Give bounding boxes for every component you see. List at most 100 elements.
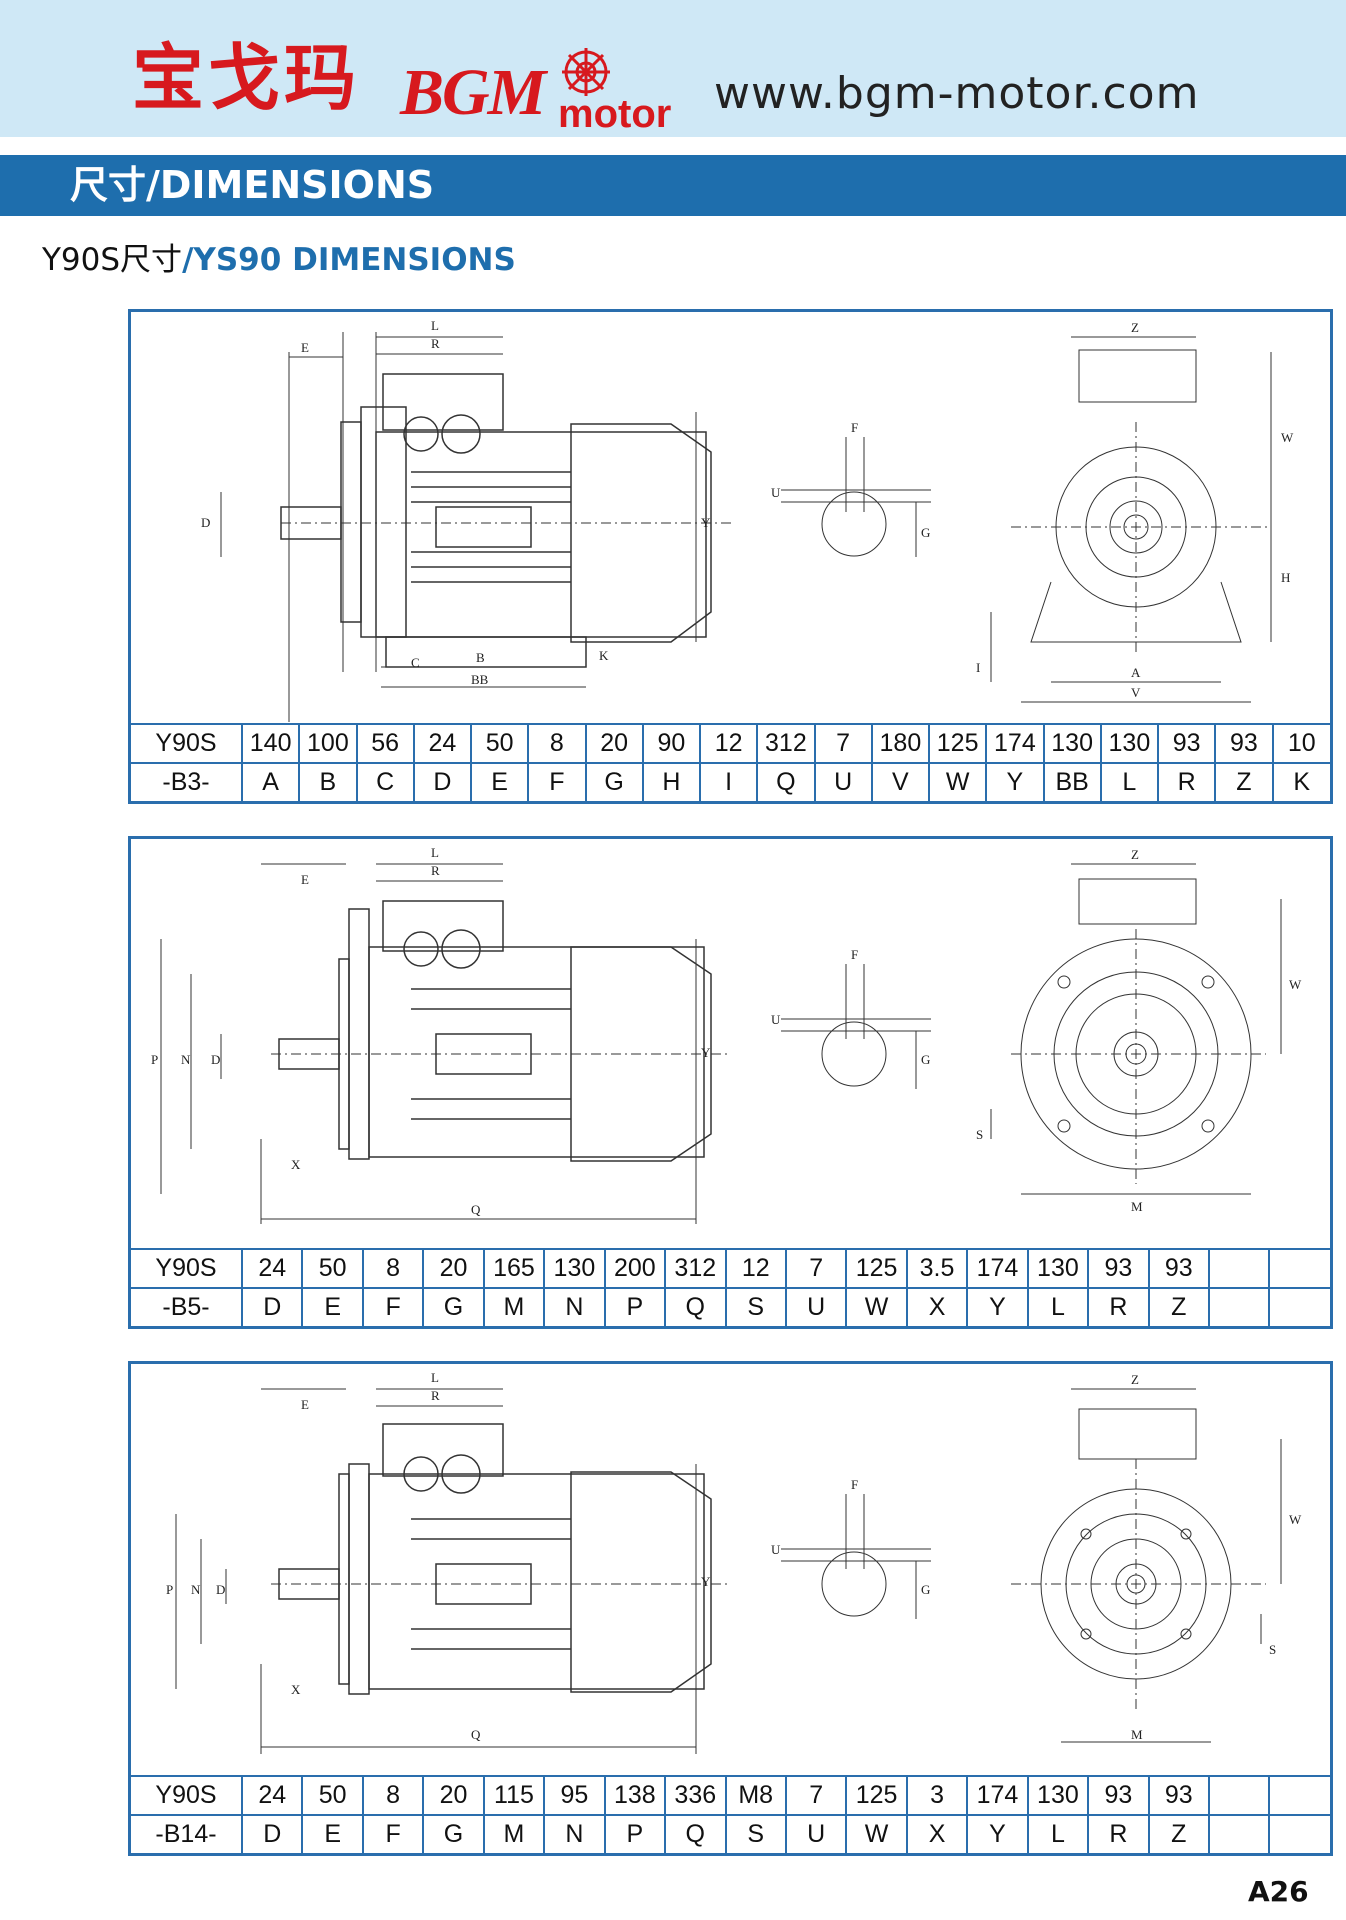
letter-cell: U xyxy=(784,1814,847,1853)
model-cell: Y90S xyxy=(131,1248,242,1288)
value-cell: 93 xyxy=(1156,723,1216,763)
letter-cell: Z xyxy=(1147,1287,1209,1326)
svg-text:W: W xyxy=(1289,977,1302,992)
table-row-values: Y90S 140 100 56 24 50 8 20 90 12 312 7 1… xyxy=(131,723,1330,763)
letter-cell: I xyxy=(698,762,758,801)
svg-text:E: E xyxy=(301,1397,309,1412)
svg-text:W: W xyxy=(1289,1512,1302,1527)
value-cell: 7 xyxy=(784,1248,847,1288)
table-row-letters: -B14- D E F G M N P Q S U W X Y L R Z xyxy=(131,1814,1330,1853)
section-title: 尺寸/DIMENSIONS xyxy=(70,163,435,207)
letter-cell: Q xyxy=(756,762,815,801)
value-cell: 12 xyxy=(724,1248,786,1288)
value-cell: 93 xyxy=(1147,1248,1209,1288)
svg-text:I: I xyxy=(976,660,980,675)
letter-cell: C xyxy=(355,762,414,801)
value-cell: 93 xyxy=(1087,1775,1149,1815)
value-cell: 50 xyxy=(301,1248,363,1288)
value-cell: 312 xyxy=(664,1248,726,1288)
letter-cell: B xyxy=(298,762,357,801)
letter-cell: W xyxy=(927,762,987,801)
letter-cell: W xyxy=(845,1814,907,1853)
letter-cell: G xyxy=(422,1814,484,1853)
model-cell: Y90S xyxy=(131,1775,242,1815)
letter-cell: Q xyxy=(664,1287,726,1326)
value-cell: 24 xyxy=(240,1248,303,1288)
letter-cell: R xyxy=(1156,762,1216,801)
letter-cell: P xyxy=(603,1814,666,1853)
letter-cell: M xyxy=(482,1287,545,1326)
svg-text:G: G xyxy=(921,1052,930,1067)
value-cell: 95 xyxy=(543,1775,605,1815)
letter-cell: L xyxy=(1026,1814,1089,1853)
letter-cell: L xyxy=(1026,1287,1089,1326)
svg-text:V: V xyxy=(1131,685,1141,700)
letter-cell: F xyxy=(361,1814,424,1853)
letter-cell: R xyxy=(1087,1814,1149,1853)
logo-motor: motor xyxy=(558,92,672,136)
svg-text:F: F xyxy=(851,420,858,435)
letter-cell: K xyxy=(1271,762,1330,801)
letter-cell: E xyxy=(301,1814,363,1853)
letter-cell: P xyxy=(603,1287,666,1326)
letter-cell: E xyxy=(301,1287,363,1326)
letter-cell: W xyxy=(845,1287,907,1326)
letter-cell: D xyxy=(240,1287,303,1326)
model-cell: Y90S xyxy=(131,723,242,763)
value-cell: 24 xyxy=(412,723,471,763)
value-cell: 165 xyxy=(482,1248,545,1288)
letter-cell: Y xyxy=(985,762,1044,801)
value-cell: 24 xyxy=(240,1775,303,1815)
value-cell: 140 xyxy=(240,723,300,763)
mount-cell: -B5- xyxy=(131,1287,242,1326)
value-cell: 174 xyxy=(985,723,1044,763)
value-cell: 125 xyxy=(845,1248,907,1288)
svg-text:F: F xyxy=(851,1477,858,1492)
letter-cell: F xyxy=(527,762,586,801)
value-cell: M8 xyxy=(724,1775,786,1815)
website-url[interactable]: www.bgm-motor.com xyxy=(714,68,1200,119)
svg-text:U: U xyxy=(771,1542,781,1557)
dimension-table-b5: Y90S 24 50 8 20 165 130 200 312 12 7 125… xyxy=(131,1248,1330,1326)
svg-text:L: L xyxy=(431,845,439,860)
letter-cell: L xyxy=(1099,762,1158,801)
value-cell: 130 xyxy=(1042,723,1101,763)
value-cell: 93 xyxy=(1087,1248,1149,1288)
svg-text:N: N xyxy=(181,1052,191,1067)
letter-cell: A xyxy=(240,762,300,801)
svg-text:F: F xyxy=(851,947,858,962)
value-cell: 8 xyxy=(361,1248,424,1288)
svg-text:L: L xyxy=(431,1370,439,1385)
letter-cell: H xyxy=(641,762,700,801)
table-row-values: Y90S 24 50 8 20 115 95 138 336 M8 7 125 … xyxy=(131,1775,1330,1815)
svg-text:D: D xyxy=(201,515,210,530)
letter-cell xyxy=(1268,1287,1330,1326)
svg-text:M: M xyxy=(1131,1727,1143,1742)
svg-text:Z: Z xyxy=(1131,320,1139,335)
value-cell: 7 xyxy=(813,723,872,763)
value-cell: 7 xyxy=(784,1775,847,1815)
value-cell: 336 xyxy=(664,1775,726,1815)
value-cell: 90 xyxy=(641,723,700,763)
logo-emblem-icon xyxy=(562,48,610,96)
letter-cell xyxy=(1268,1814,1330,1853)
svg-text:P: P xyxy=(151,1052,158,1067)
svg-text:W: W xyxy=(1281,430,1294,445)
value-cell: 20 xyxy=(422,1775,484,1815)
letter-cell: Y xyxy=(966,1287,1028,1326)
svg-text:M: M xyxy=(1131,1199,1143,1214)
value-cell: 93 xyxy=(1147,1775,1209,1815)
page-header: 宝戈玛 BGM motor www.bgm-motor.com xyxy=(0,0,1346,137)
value-cell: 200 xyxy=(603,1248,666,1288)
value-cell: 8 xyxy=(527,723,586,763)
svg-text:R: R xyxy=(431,863,440,878)
mount-cell: -B3- xyxy=(131,762,242,801)
svg-text:L: L xyxy=(431,318,439,333)
letter-cell: N xyxy=(543,1287,605,1326)
svg-text:B: B xyxy=(476,650,485,665)
svg-text:Z: Z xyxy=(1131,1372,1139,1387)
